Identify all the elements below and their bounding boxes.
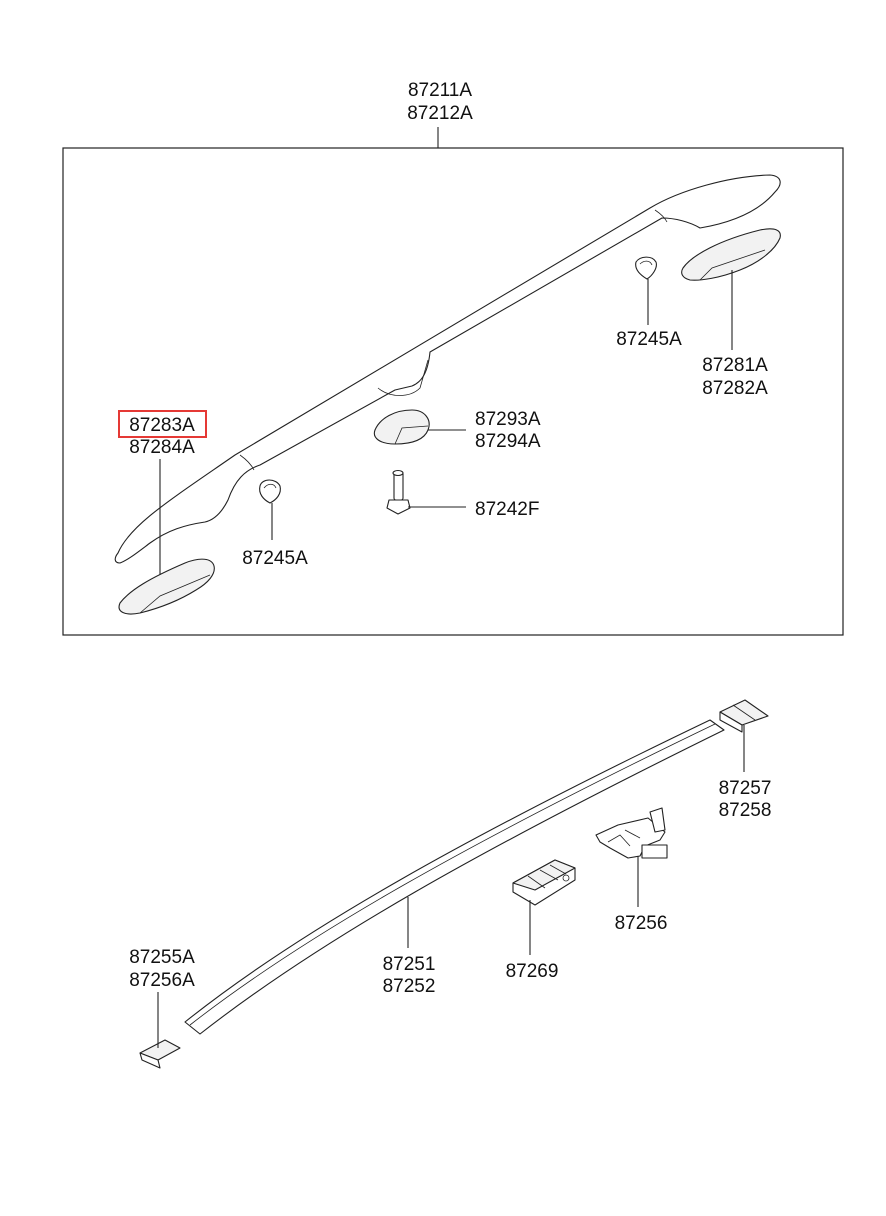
center-cover[interactable]: [373, 409, 430, 445]
label-clip-assy: 87256: [615, 913, 668, 934]
end-cover-rear[interactable]: [681, 228, 781, 281]
label-end-cover-front-2: 87284A: [129, 437, 195, 458]
label-roof-rack-2: 87212A: [407, 103, 473, 124]
label-center-cover-2: 87294A: [475, 431, 541, 452]
label-moulding-2: 87252: [383, 976, 436, 997]
end-cover-front[interactable]: [118, 558, 215, 615]
clip-left[interactable]: [259, 479, 281, 504]
highlight-box: [118, 410, 207, 438]
clip-right[interactable]: [635, 256, 657, 280]
roof-rack-rail[interactable]: [114, 174, 781, 564]
moulding-strip[interactable]: [184, 719, 725, 1035]
end-cap-rear[interactable]: [719, 699, 769, 733]
label-end-cover-rear-2: 87282A: [702, 378, 768, 399]
assembly-frame: [62, 147, 844, 636]
clip-assy[interactable]: [595, 807, 668, 859]
label-retainer: 87269: [506, 961, 559, 982]
label-end-cover-rear-1: 87281A: [702, 355, 768, 376]
label-moulding-1: 87251: [383, 954, 436, 975]
label-clip-left: 87245A: [242, 548, 308, 569]
label-end-cover-front-1: 87283A: [129, 415, 195, 436]
retainer[interactable]: [512, 859, 576, 906]
label-bolt: 87242F: [475, 499, 539, 520]
label-end-cap-rear-2: 87258: [719, 800, 772, 821]
label-roof-rack-1: 87211A: [408, 80, 472, 101]
bolt[interactable]: [386, 469, 411, 515]
end-cap-front[interactable]: [139, 1039, 181, 1069]
label-end-cap-front-1: 87255A: [129, 947, 195, 968]
label-clip-right: 87245A: [616, 329, 682, 350]
label-center-cover-1: 87293A: [475, 409, 541, 430]
label-end-cap-rear-1: 87257: [719, 778, 772, 799]
label-end-cap-front-2: 87256A: [129, 970, 195, 991]
